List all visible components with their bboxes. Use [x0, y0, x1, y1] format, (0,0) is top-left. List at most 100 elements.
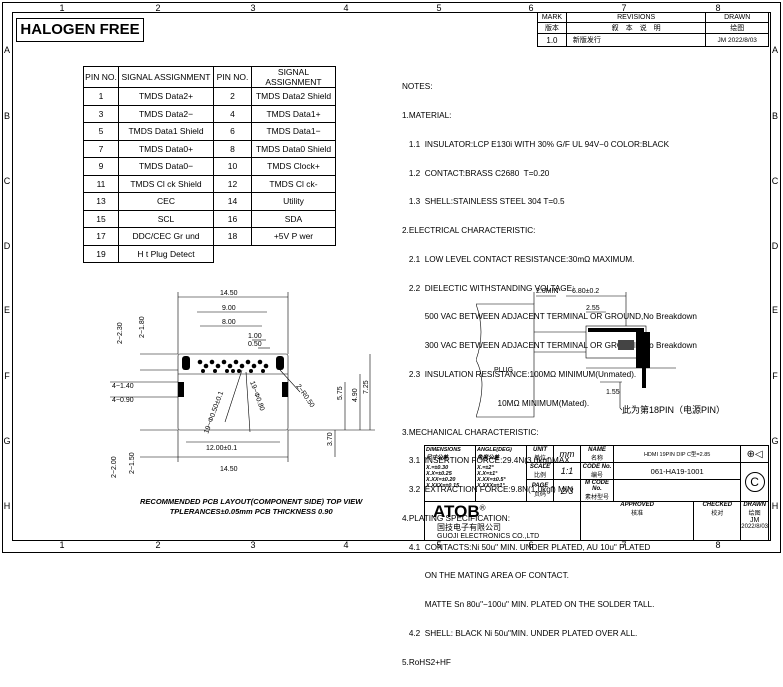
approved-label: APPROVED	[620, 502, 654, 508]
checked-cell: CHECKED 校对	[693, 501, 742, 541]
zone-right-e: E	[771, 305, 778, 315]
pin-assignment-table: PIN NO. SIGNAL ASSIGNMENT PIN NO. SIGNAL…	[83, 66, 336, 263]
checked-label: CHECKED	[702, 502, 733, 508]
tol-1: X.=±0.30	[426, 465, 449, 471]
drawn-label: DRAWN	[743, 502, 766, 508]
code-cn: 编号	[590, 472, 603, 479]
scale-label: SCALE	[529, 463, 551, 470]
scale-value: 1:1	[553, 462, 581, 480]
pin-no: 19	[83, 244, 119, 263]
zone-top-3: 3	[250, 3, 256, 13]
pcb-caption: RECOMMENDED PCB LAYOUT(COMPONENT SIDE) T…	[140, 497, 362, 517]
pin-no: 11	[83, 174, 119, 193]
side-view-drawing: 2.0MIN 6.80±0.2 2.55 1.55 PLUG 此为第18PIN（…	[476, 288, 725, 418]
zone-left-a: A	[3, 45, 10, 55]
zone-left-g: G	[3, 436, 11, 446]
dim-12-00: 12.00±0.1	[206, 445, 237, 452]
pin-empty	[252, 245, 336, 263]
company-name-en: GUOJI ELECTRONICS CO.,LTD	[437, 533, 540, 540]
side-dim-2min: 2.0MIN	[536, 288, 559, 295]
pin-no: 17	[83, 227, 119, 246]
pin-no: 2	[213, 87, 252, 106]
note-line: 1.3 SHELL:STAINLESS STEEL 304 T=0.5	[402, 197, 565, 207]
pin-no: 1	[83, 87, 119, 106]
note-line: 4.2 SHELL: BLACK Ni 50u"MIN. UNDER PLATE…	[402, 629, 638, 639]
pin-no: 16	[213, 209, 252, 228]
pin-signal: Utility	[251, 192, 336, 211]
pin-signal: CEC	[118, 192, 214, 211]
pcb-caption-line-2: TPLERANCES±0.05mm PCB THICKNESS 0.90	[169, 507, 333, 516]
zone-right-b: B	[771, 111, 778, 121]
dim-14-50: 14.50	[220, 290, 238, 297]
pin-signal: TMDS Clock+	[251, 157, 336, 176]
brand-reg: ®	[479, 503, 486, 513]
code-label-cell: CODE No.编号	[580, 462, 614, 480]
note-line: 5.RoHS2+HF	[402, 657, 451, 667]
zone-top-6: 6	[528, 3, 534, 13]
pin-no: 5	[83, 122, 119, 141]
pin-header-1: PIN NO.	[83, 66, 119, 88]
ang-1: X.=±2°	[477, 465, 494, 471]
pin18-note: 此为第18PIN（电源PIN）	[622, 404, 725, 415]
zone-bottom-8: 8	[715, 540, 721, 550]
angle-label: ANGLE(DEG)	[477, 447, 512, 453]
zone-right-h: H	[771, 501, 779, 511]
pin-signal: TMDS Data1+	[251, 104, 336, 123]
dim-4-90: 4.90	[352, 388, 359, 402]
approved-cn: 核准	[631, 511, 644, 517]
note-line: NOTES:	[402, 82, 433, 92]
ang-4: X.XXX=±1°	[477, 483, 505, 489]
pin-signal: TMDS Data2 Shield	[251, 87, 336, 106]
rev-row-mark: 1.0	[537, 33, 567, 47]
company-cell: ATOB® 国技电子有限公司 GUOJI ELECTRONICS CO.,LTD	[424, 501, 581, 541]
pin-signal: H t Plug Detect	[118, 244, 214, 263]
pin-signal: TMDS Data2+	[118, 87, 214, 106]
zone-right-g: G	[771, 436, 779, 446]
drawn-date: 2022/8/03	[741, 524, 768, 530]
note-line: 2.2 DIELECTIC WITHSTANDING VOLTAGE:	[402, 283, 575, 293]
pin-no: 7	[83, 139, 119, 158]
dim-2-2-30: 2−2.30	[117, 322, 124, 344]
note-line: MATTE Sn 80u"−100u" MIN. PLATED ON THE S…	[402, 600, 655, 610]
pin-header-3: PIN NO.	[213, 66, 252, 88]
revision-table: MARK REVISIONS DRAWN 版本 叙 本 说 明 绘图 1.0 新…	[537, 12, 769, 47]
note-line: 2.ELECTRICAL CHARACTERISTIC:	[402, 226, 536, 236]
pin-no: 4	[213, 104, 252, 123]
ce-mark-symbol: C	[744, 472, 765, 492]
brand-logo: ATOB	[433, 502, 480, 521]
ce-mark: C	[740, 462, 769, 502]
dim-7-25: 7.25	[363, 380, 370, 394]
pin-no: 10	[213, 157, 252, 176]
name-label: NAME	[588, 446, 606, 453]
zone-top-8: 8	[715, 3, 721, 13]
mcode-cn: 素材型号	[584, 495, 609, 501]
zone-right-c: C	[771, 176, 779, 186]
drawn-cn: 绘图	[748, 511, 761, 517]
dim-0-50: 0.50	[248, 341, 262, 348]
zone-right-d: D	[771, 241, 779, 251]
dim-8-00: 8.00	[222, 319, 236, 326]
rev-mark-header: MARK	[537, 12, 567, 23]
dim-5-75: 5.75	[337, 386, 344, 400]
pin-no: 13	[83, 192, 119, 211]
drawing-sheet: 1 2 3 4 5 6 7 8 1 2 3 4 5 6 7 8 A B C D …	[2, 2, 781, 667]
zone-bottom-7: 7	[621, 540, 627, 550]
drawn-value: JM	[749, 517, 760, 524]
zone-bottom-2: 2	[155, 540, 161, 550]
dim-3-70: 3.70	[327, 432, 334, 446]
checked-cn: 校对	[711, 511, 724, 517]
zone-left-h: H	[3, 501, 11, 511]
pin-signal: +5V P wer	[251, 227, 336, 246]
zone-left-c: C	[3, 176, 11, 186]
tol-3: X.XX=±0.20	[426, 477, 456, 483]
note-line: 3.MECHANICAL CHARACTERISTIC:	[402, 427, 539, 437]
mcode-label: M CODE No.	[585, 480, 609, 492]
side-dim-2-55: 2.55	[586, 305, 600, 312]
